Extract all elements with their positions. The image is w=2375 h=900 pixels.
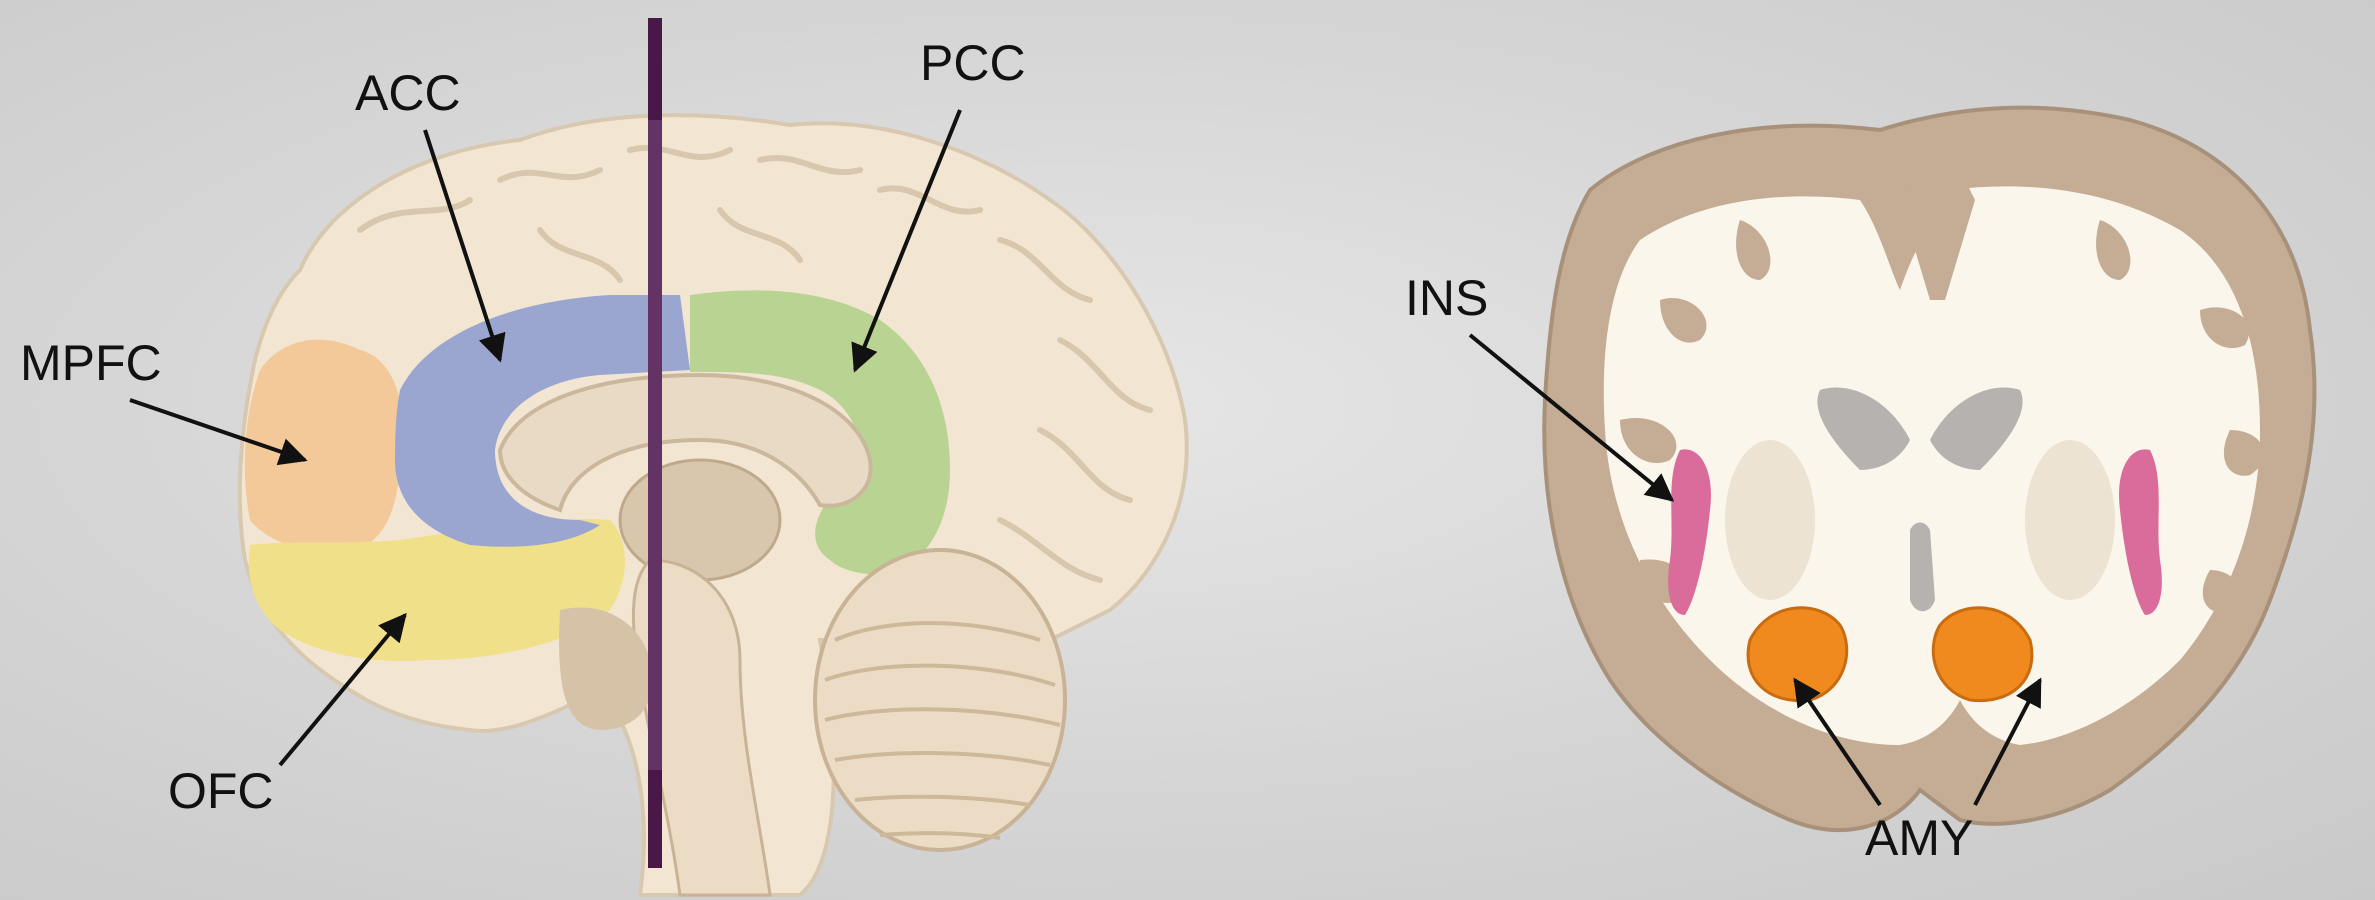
label-acc: ACC	[355, 65, 461, 121]
label-amy: AMY	[1865, 810, 1973, 866]
label-ins: INS	[1405, 270, 1488, 326]
label-ofc: OFC	[168, 763, 274, 819]
thalamus	[620, 460, 780, 580]
cerebellum	[815, 550, 1065, 850]
label-mpfc: MPFC	[20, 335, 162, 391]
sagittal-brain	[240, 18, 1187, 895]
coronal-brain	[1544, 108, 2314, 830]
label-pcc: PCC	[920, 35, 1026, 91]
amygdala-right	[1933, 608, 2032, 701]
slice-plane-overlay	[648, 120, 662, 770]
